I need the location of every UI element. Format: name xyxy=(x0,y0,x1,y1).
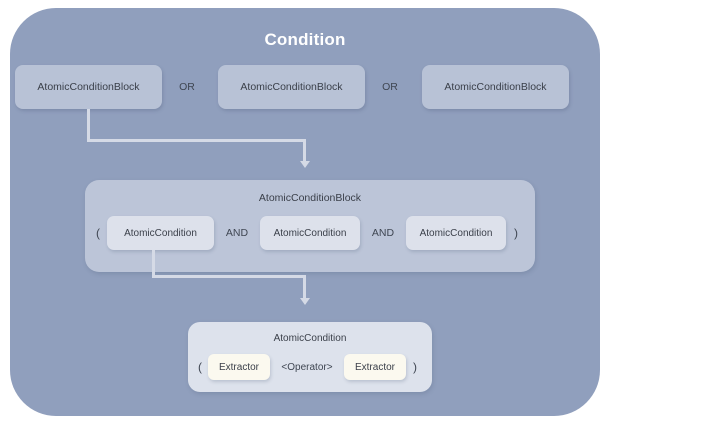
connector-1-vertical-start xyxy=(87,109,90,142)
atomic-condition-1[interactable]: AtomicCondition xyxy=(107,216,214,250)
connector-2-vertical-start xyxy=(152,250,155,278)
atomic-condition-block-label: AtomicConditionBlock xyxy=(258,192,362,204)
open-paren-mid: ( xyxy=(96,226,100,240)
diagram-title: Condition xyxy=(264,30,346,49)
extractor-right[interactable]: Extractor xyxy=(344,354,406,380)
atomic-condition-label: AtomicCondition xyxy=(273,333,347,344)
open-paren-bottom: ( xyxy=(198,360,202,374)
close-paren-mid: ) xyxy=(514,226,518,240)
atomic-condition-3[interactable]: AtomicCondition xyxy=(406,216,506,250)
connector-1-horizontal xyxy=(87,139,306,142)
operator-or-2: OR xyxy=(382,81,398,93)
extractor-left[interactable]: Extractor xyxy=(208,354,270,380)
connector-1-arrowhead xyxy=(299,161,310,168)
condition-block-2[interactable]: AtomicConditionBlock xyxy=(218,65,365,109)
condition-block-3[interactable]: AtomicConditionBlock xyxy=(422,65,569,109)
close-paren-bottom: ) xyxy=(413,360,417,374)
condition-container: Condition AtomicConditionBlock OR Atomic… xyxy=(10,8,600,416)
atomic-condition-2[interactable]: AtomicCondition xyxy=(260,216,360,250)
operator-placeholder: <Operator> xyxy=(281,361,333,373)
connector-2-arrowhead xyxy=(299,298,310,305)
connector-1-vertical-end xyxy=(303,139,306,163)
operator-and-1: AND xyxy=(225,227,249,239)
operator-and-2: AND xyxy=(371,227,395,239)
atomic-condition-panel: AtomicCondition ( Extractor <Operator> E… xyxy=(188,322,432,392)
atomic-condition-block-panel: AtomicConditionBlock ( AtomicCondition A… xyxy=(85,180,535,272)
connector-2-vertical-end xyxy=(303,275,306,300)
condition-block-1[interactable]: AtomicConditionBlock xyxy=(15,65,162,109)
connector-2-horizontal xyxy=(152,275,306,278)
operator-or-1: OR xyxy=(179,81,195,93)
